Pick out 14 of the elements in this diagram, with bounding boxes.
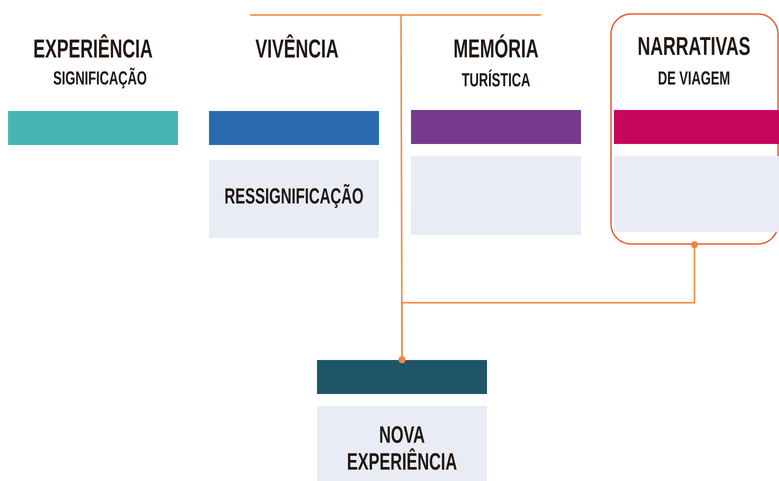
connector-line	[398, 15, 406, 364]
text-panel: NOVA EXPERIÊNCIA	[317, 406, 487, 481]
empty-panel	[614, 156, 779, 232]
header-bar	[614, 110, 779, 144]
text-panel: RESSIGNIFICAÇÃO	[209, 160, 379, 238]
node-label: EXPERIÊNCIA	[34, 34, 152, 58]
node-label: MEMÓRIA	[454, 34, 538, 58]
header-bar: MEMÓRIA TURÍSTICA	[411, 34, 581, 144]
header-bar	[317, 360, 487, 394]
node-label: TURÍSTICA	[462, 70, 530, 86]
header-bar: EXPERIÊNCIA SIGNIFICAÇÃO	[8, 34, 178, 145]
node-label: SIGNIFICAÇÃO	[54, 68, 146, 88]
header-bar: VIVÊNCIA	[209, 34, 379, 145]
node-label: VIVÊNCIA	[256, 34, 338, 58]
